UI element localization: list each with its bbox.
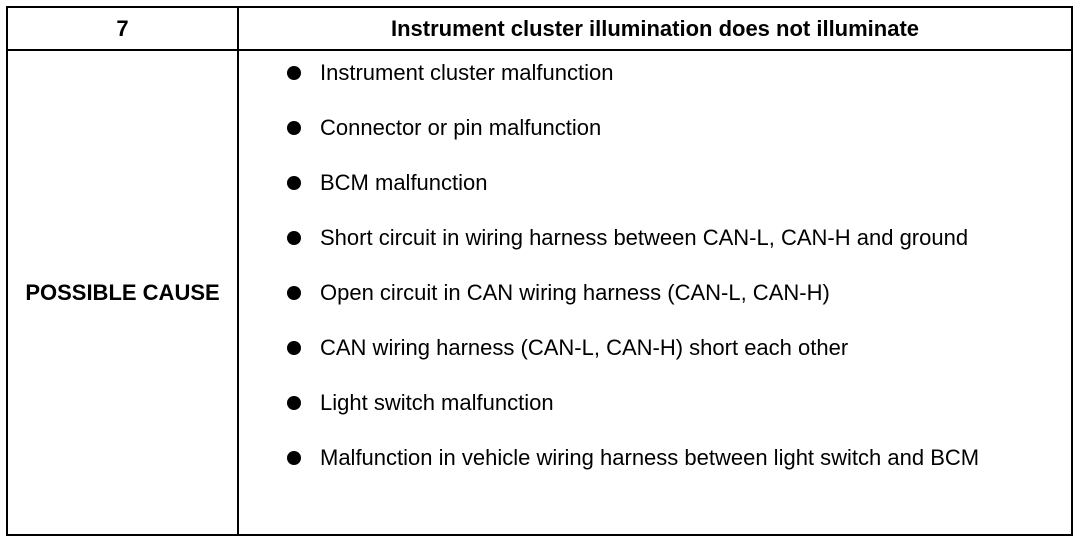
cause-text: BCM malfunction [320,170,488,195]
cause-item: CAN wiring harness (CAN-L, CAN-H) short … [239,333,1071,363]
symptom-title: Instrument cluster illumination does not… [237,6,1073,51]
possible-cause-label: POSSIBLE CAUSE [6,49,239,536]
possible-cause-row: POSSIBLE CAUSE Instrument cluster malfun… [6,49,1073,536]
possible-cause-list-cell: Instrument cluster malfunction Connector… [237,49,1073,536]
cause-text: Light switch malfunction [320,390,554,415]
step-number: 7 [6,6,239,51]
cause-item: Open circuit in CAN wiring harness (CAN-… [239,278,1071,308]
bullet-icon [287,341,301,355]
cause-text: Instrument cluster malfunction [320,60,614,85]
bullet-icon [287,121,301,135]
cause-text: CAN wiring harness (CAN-L, CAN-H) short … [320,335,849,360]
cause-item: Light switch malfunction [239,388,1071,418]
cause-item: Malfunction in vehicle wiring harness be… [239,443,1071,473]
bullet-icon [287,451,301,465]
bullet-icon [287,231,301,245]
cause-item: Instrument cluster malfunction [239,58,1071,88]
cause-item: Connector or pin malfunction [239,113,1071,143]
bullet-icon [287,176,301,190]
cause-text: Open circuit in CAN wiring harness (CAN-… [320,280,830,305]
bullet-icon [287,286,301,300]
bullet-icon [287,396,301,410]
cause-text: Short circuit in wiring harness between … [320,225,969,250]
cause-text: Malfunction in vehicle wiring harness be… [320,445,980,470]
cause-item: Short circuit in wiring harness between … [239,223,1071,253]
diagnostic-table: 7 Instrument cluster illumination does n… [6,6,1073,536]
cause-item: BCM malfunction [239,168,1071,198]
cause-text: Connector or pin malfunction [320,115,602,140]
header-row: 7 Instrument cluster illumination does n… [6,6,1073,51]
cause-list: Instrument cluster malfunction Connector… [239,51,1071,473]
bullet-icon [287,66,301,80]
